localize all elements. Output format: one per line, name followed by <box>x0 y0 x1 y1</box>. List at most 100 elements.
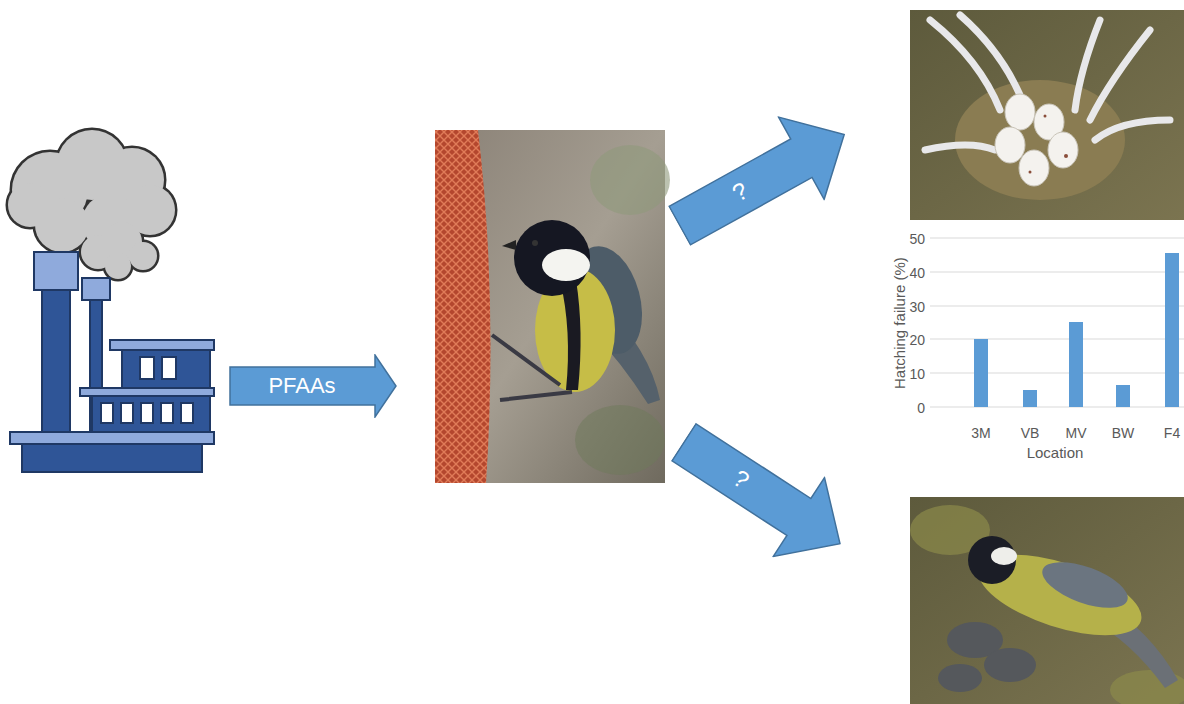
tick-label: 30 <box>909 299 925 315</box>
gridline <box>930 238 1184 239</box>
arrow-label: ? <box>727 177 752 208</box>
bird-head <box>968 536 1016 584</box>
bird-legs <box>492 335 572 400</box>
bird-head <box>514 220 590 296</box>
bar <box>1116 385 1130 407</box>
bar <box>974 339 988 407</box>
block-arrow: ? <box>657 402 867 585</box>
window <box>140 357 154 379</box>
smoke-cloud <box>8 183 52 227</box>
feathers <box>925 15 1170 150</box>
window <box>181 403 193 423</box>
axis-title: Hatching failure (%) <box>891 257 908 389</box>
window <box>162 357 176 379</box>
label-box: 3M <box>971 424 992 440</box>
label-box: 30 <box>909 298 926 314</box>
egg <box>1005 94 1035 130</box>
arrow-outline <box>658 403 865 583</box>
category-label: VB <box>1021 425 1040 441</box>
egg-speckle <box>1029 171 1032 174</box>
bar-chart <box>930 238 1184 407</box>
nest-photo <box>910 497 1184 704</box>
roof-bar <box>110 340 214 350</box>
window <box>141 403 153 423</box>
chick <box>984 648 1036 682</box>
smoke-cloud <box>129 242 157 270</box>
label-box: Location <box>1027 444 1085 461</box>
block-arrow: ? <box>656 92 869 268</box>
building-floor <box>122 350 210 388</box>
bird-stripe <box>560 280 581 390</box>
chimney-cap <box>82 278 110 300</box>
feeder-net <box>435 130 491 483</box>
egg <box>995 127 1025 163</box>
label-box: 0 <box>917 399 926 415</box>
eggs-photo <box>910 10 1184 220</box>
bird-wing <box>1037 553 1134 618</box>
egg <box>1019 150 1049 186</box>
arrow-text-box: ? <box>672 141 809 243</box>
label-box: 50 <box>909 230 926 246</box>
label-box: 10 <box>909 365 926 381</box>
block-arrow: PFAAs <box>229 354 397 418</box>
chick <box>938 664 982 692</box>
building-floor <box>92 396 210 432</box>
category-label: 3M <box>971 425 990 441</box>
bar <box>1165 253 1179 407</box>
bird-beak <box>502 240 516 250</box>
label-box: 20 <box>909 331 926 347</box>
arrow-text-box: PFAAs <box>233 367 371 405</box>
label-box: BW <box>1112 424 1136 440</box>
bird-cheek <box>991 547 1017 565</box>
arrow-text-box: ? <box>675 426 808 534</box>
gridline <box>930 373 1184 374</box>
bar <box>1069 322 1083 407</box>
gridline <box>930 272 1184 273</box>
window <box>121 403 133 423</box>
smoke-cloud <box>8 183 52 227</box>
bird-eye <box>532 240 538 246</box>
window <box>101 403 113 423</box>
axis-title: Location <box>1027 444 1084 461</box>
smoke-cloud <box>105 253 131 279</box>
axis-line <box>930 407 1184 408</box>
window <box>161 403 173 423</box>
chimney-cap <box>34 252 78 290</box>
arrow-shape <box>656 92 869 268</box>
arrow-label: ? <box>728 464 754 495</box>
category-label: BW <box>1112 425 1135 441</box>
category-label: MV <box>1066 425 1087 441</box>
chimney <box>42 290 70 435</box>
building-base <box>22 444 202 472</box>
label-box: MV <box>1066 424 1088 440</box>
arrow-label: PFAAs <box>268 373 335 399</box>
egg-speckle <box>1044 115 1047 118</box>
floor-bar <box>80 388 214 396</box>
factory-icon <box>8 130 214 472</box>
smoke-cloud <box>129 242 157 270</box>
bird-cheek <box>542 249 590 281</box>
gridline <box>930 306 1184 307</box>
tick-label: 40 <box>909 265 925 281</box>
smoke-cloud <box>105 253 131 279</box>
photo-blur <box>575 405 665 475</box>
tick-label: 10 <box>909 366 925 382</box>
arrow-shape <box>657 402 867 585</box>
tick-label: 0 <box>917 400 925 416</box>
label-box: VB <box>1021 424 1041 440</box>
tick-label: 50 <box>909 231 925 247</box>
category-label: F4 <box>1164 425 1180 441</box>
bar <box>1023 390 1037 407</box>
egg <box>1048 132 1078 168</box>
label-box: Hatching failure (%) <box>891 256 908 389</box>
label-box: F4 <box>1164 424 1182 440</box>
label-box: 40 <box>909 264 926 280</box>
bird-photo <box>435 130 670 483</box>
arrow-outline <box>657 93 867 266</box>
gridline <box>930 339 1184 340</box>
tick-label: 20 <box>909 332 925 348</box>
photo-blur <box>590 145 670 215</box>
